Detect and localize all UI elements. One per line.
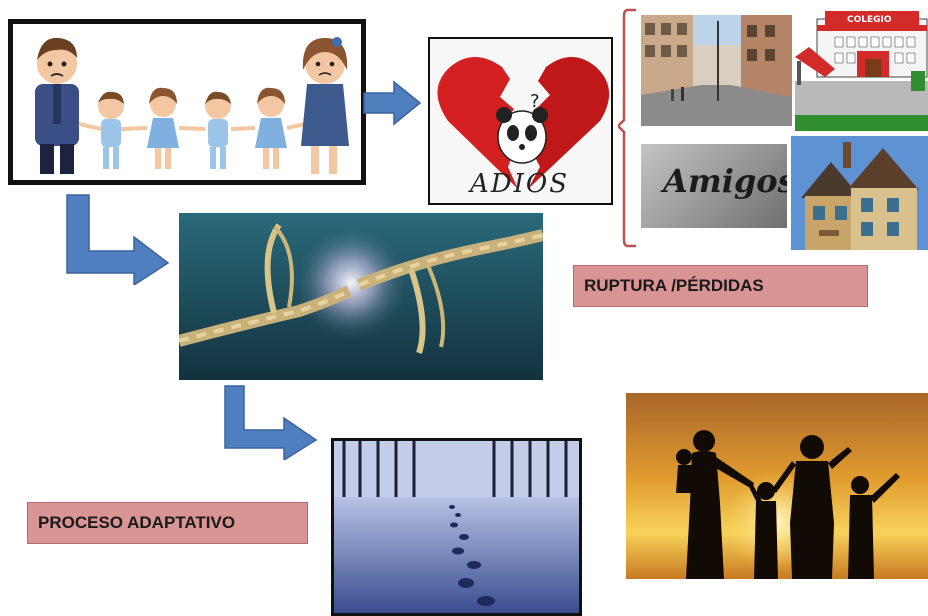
school-sign-text: COLEGIO <box>847 15 892 25</box>
snow-footprints-image <box>331 438 582 616</box>
svg-text:?: ? <box>530 91 540 112</box>
amigos-text: Amigos <box>663 162 787 200</box>
arrow-right-icon <box>362 80 424 126</box>
street-photo <box>641 15 792 126</box>
child-1 <box>98 91 124 169</box>
family-illustration <box>8 19 366 185</box>
mother-figure <box>301 37 349 174</box>
father-figure <box>35 37 79 174</box>
arrow-turn-right-icon <box>222 384 320 460</box>
grouping-bracket <box>618 8 640 248</box>
child-3 <box>205 91 231 169</box>
proceso-label: PROCESO ADAPTATIVO <box>27 502 308 544</box>
broken-heart-image: ? ADIOS <box>428 37 613 205</box>
ruptura-label: RUPTURA /PÉRDIDAS <box>573 265 868 307</box>
child-2 <box>147 87 179 169</box>
school-illustration: COLEGIO <box>795 11 928 131</box>
heart-left-half <box>437 57 518 189</box>
friends-image: Amigos <box>641 144 787 228</box>
arrow-turn-right-icon <box>64 193 172 285</box>
family-sunset-image <box>626 393 928 579</box>
heart-right-half <box>528 57 610 189</box>
child-4 <box>255 87 287 169</box>
frayed-rope-image <box>179 213 543 380</box>
adios-text: ADIOS <box>470 169 570 199</box>
house-image <box>791 136 928 250</box>
